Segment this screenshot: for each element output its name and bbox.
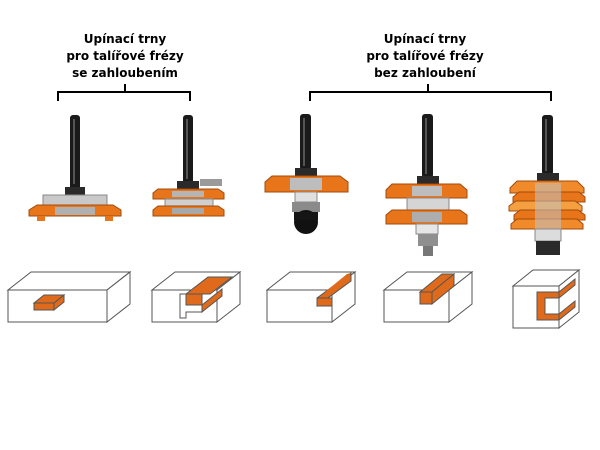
arbor-with-recess-double-cutter-icon: [152, 115, 225, 217]
arbor-without-recess-double-cutter-icon: [385, 114, 468, 256]
group-bracket-without-recess: [309, 84, 552, 101]
caption-line: se zahloubením: [72, 66, 178, 80]
slot-profile-icon: [6, 270, 132, 324]
caption-line: pro talířové frézy: [366, 49, 484, 63]
caption-line: Upínací trny: [383, 32, 467, 46]
tongue-profile-icon: [150, 270, 242, 324]
groove-profile-icon: [265, 270, 357, 324]
arbor-with-recess-single-cutter-icon: [28, 115, 122, 221]
arbor-without-recess-single-cutter-icon: [264, 114, 349, 234]
wide-slot-profile-icon: [511, 268, 581, 330]
caption-line: bez zahloubení: [374, 66, 476, 80]
rebate-profile-icon: [382, 270, 474, 324]
arbor-without-recess-stacked-cutters-icon: [508, 115, 586, 255]
group-bracket-with-recess: [57, 84, 191, 101]
group-caption-without-recess: Upínací trny pro talířové frézy bez zahl…: [345, 31, 505, 82]
caption-line: Upínací trny: [83, 32, 167, 46]
caption-line: pro talířové frézy: [66, 49, 184, 63]
group-caption-with-recess: Upínací trny pro talířové frézy se zahlo…: [40, 31, 210, 82]
